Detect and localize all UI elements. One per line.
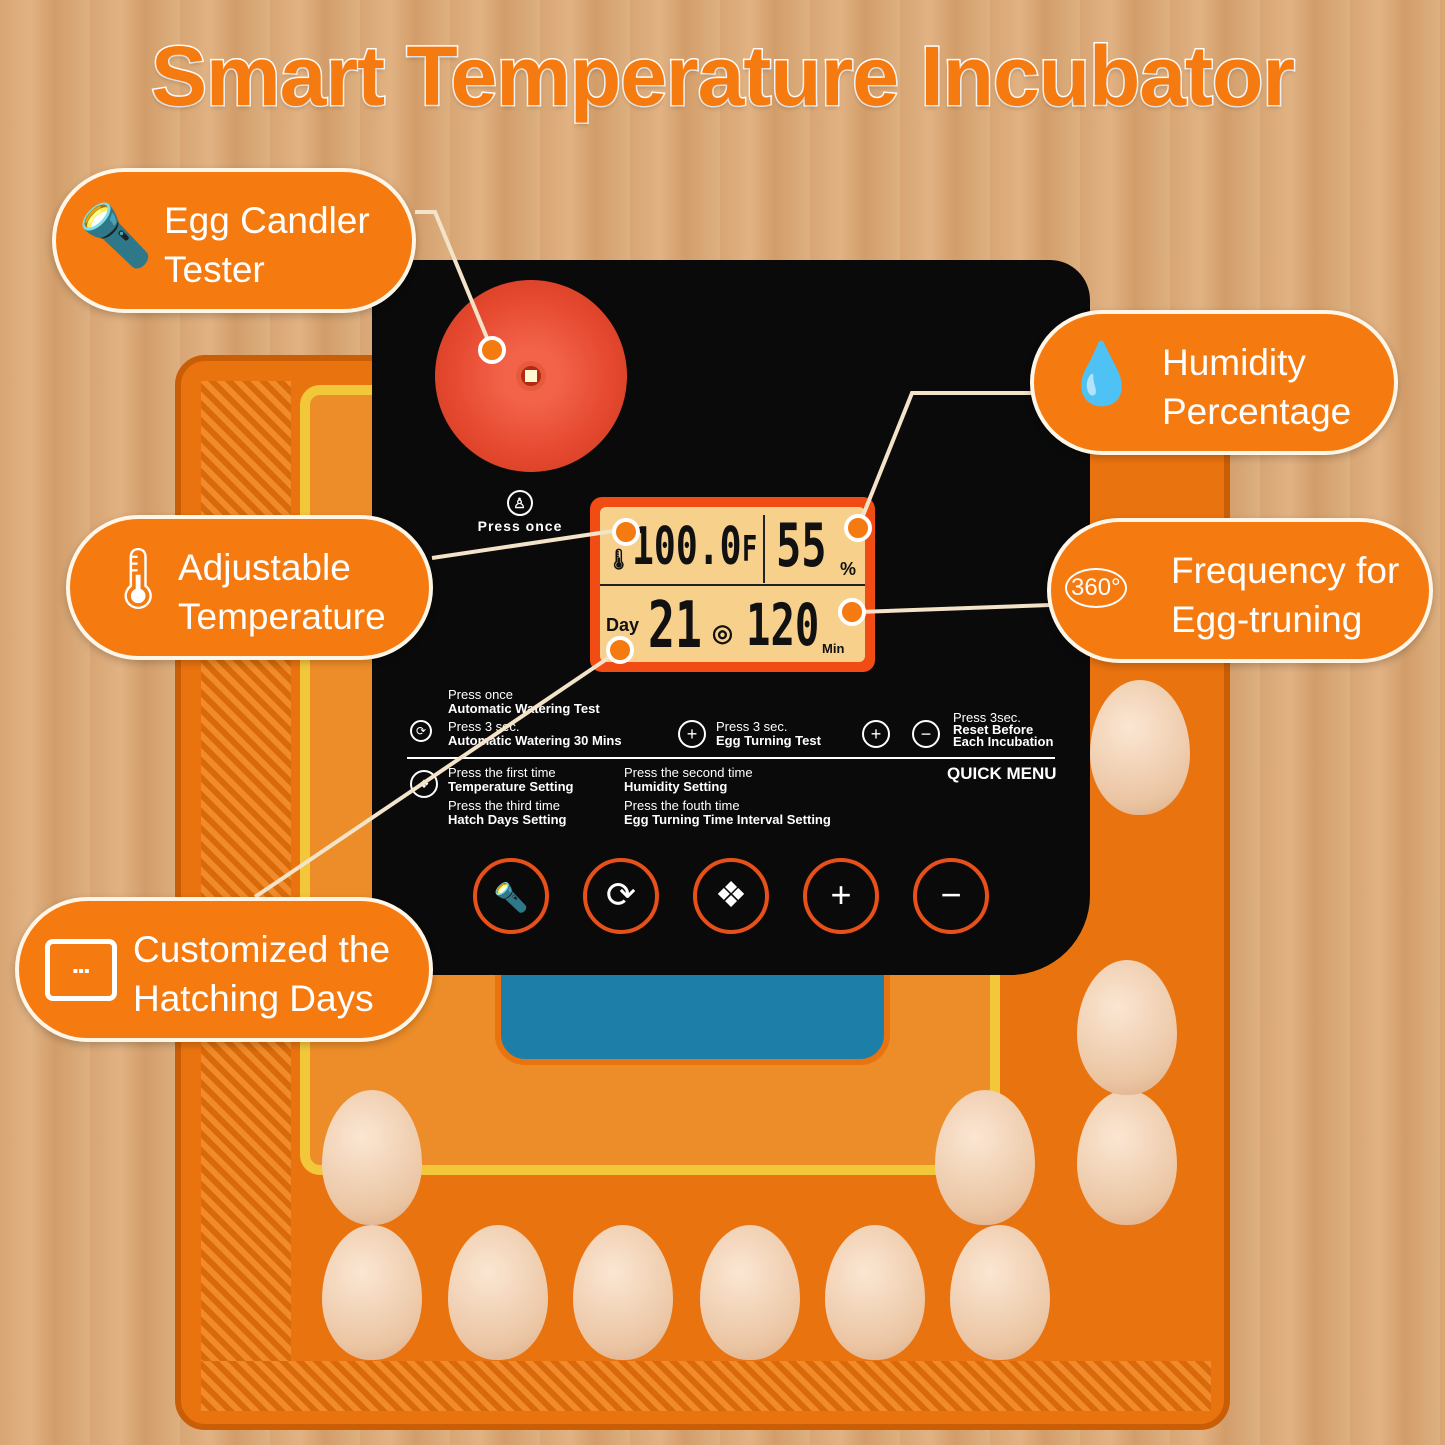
candler-button[interactable]: 🔦: [473, 858, 549, 934]
reset-hint: Press 3sec.: [953, 710, 1021, 725]
water-pump-icon: ⟳: [605, 874, 637, 915]
day-value: 21: [648, 589, 702, 662]
water-button[interactable]: ⟳: [583, 858, 659, 934]
third-press-hint: Press the third time: [448, 798, 560, 813]
egg: [322, 1090, 422, 1225]
flashlight-icon: 🔦: [493, 882, 529, 913]
menu-icon: ❖: [714, 874, 748, 915]
fourth-press-hint: Press the fouth time: [624, 798, 740, 813]
egg: [935, 1090, 1035, 1225]
water-once-hint: Press once: [448, 687, 514, 702]
plus-icon: +: [830, 874, 852, 915]
callout-egg-turning: 360° Frequency for Egg-truning: [1047, 518, 1433, 663]
candler-hint: ♙ Press once: [470, 490, 570, 534]
fourth-press-action: Egg Turning Time Interval Setting: [624, 812, 831, 827]
water-once-action: Automatic Watering Test: [448, 701, 600, 716]
third-press-action: Hatch Days Setting: [448, 812, 567, 827]
plus-icon: +: [862, 720, 890, 748]
plus-icon: +: [678, 720, 706, 748]
egg: [1090, 680, 1190, 815]
reset-action-2: Each Incubation: [953, 734, 1054, 749]
menu-icon: ❖: [410, 770, 438, 798]
humidity-unit: %: [840, 559, 857, 579]
second-press-action: Humidity Setting: [624, 779, 728, 794]
first-press-action: Temperature Setting: [448, 779, 574, 794]
lcd-display: 🌡 100.0 F 55 % Day 21 ◎ 120 Min: [590, 497, 875, 672]
second-press-hint: Press the second time: [624, 765, 753, 780]
led-icon: [516, 361, 546, 391]
interval-value: 120: [746, 591, 820, 659]
egg: [1077, 960, 1177, 1095]
interval-unit: Min: [822, 641, 845, 656]
callout-egg-candler: 🔦 Egg Candler Tester: [52, 168, 416, 313]
egg: [700, 1225, 800, 1360]
divider: [407, 757, 1055, 759]
callout-label: Customized the Hatching Days: [133, 929, 391, 1019]
thermometer-icon: 🌡: [606, 549, 632, 571]
water-3s-action: Automatic Watering 30 Mins: [448, 733, 622, 748]
minus-icon: −: [912, 720, 940, 748]
egg: [573, 1225, 673, 1360]
flashlight-icon: 🔦: [78, 202, 153, 269]
rotate-badge: 360°: [1071, 574, 1121, 601]
plus-button[interactable]: +: [803, 858, 879, 934]
rotate-360-icon: 360°: [1065, 568, 1127, 608]
callout-humidity: 💧 Humidity Percentage: [1030, 310, 1398, 455]
callout-label: Adjustable Temperature: [178, 547, 386, 637]
tray-mesh: [201, 1361, 1211, 1411]
humidity-value: 55: [776, 511, 827, 581]
egg-candler-button[interactable]: [435, 280, 627, 472]
first-press-hint: Press the first time: [448, 765, 556, 780]
egg: [322, 1225, 422, 1360]
calendar-icon: ▪▪▪: [45, 939, 117, 1001]
minus-button[interactable]: −: [913, 858, 989, 934]
menu-button[interactable]: ❖: [693, 858, 769, 934]
water-icon: ⟳: [410, 720, 432, 742]
candler-hint-text: Press once: [477, 518, 563, 534]
egg: [448, 1225, 548, 1360]
quick-menu-label: QUICK MENU: [947, 764, 1057, 783]
egg: [950, 1225, 1050, 1360]
plus-3s-action: Egg Turning Test: [716, 733, 821, 748]
callout-label: Humidity Percentage: [1162, 342, 1352, 432]
plus-3s-hint: Press 3 sec.: [716, 719, 788, 734]
page-title: Smart Temperature Incubator: [149, 28, 1296, 125]
water-3s-hint: Press 3 sec.: [448, 719, 520, 734]
egg: [1077, 1090, 1177, 1225]
callout-label: Frequency for Egg-truning: [1171, 550, 1400, 640]
temperature-unit: F: [742, 529, 758, 570]
thermometer-icon: 🌡: [100, 545, 177, 612]
egg: [825, 1225, 925, 1360]
callout-hatching-days: ▪▪▪ Customized the Hatching Days: [15, 897, 433, 1042]
turning-icon: ◎: [712, 620, 733, 647]
minus-icon: −: [940, 874, 962, 915]
reset-action-1: Reset Before: [953, 722, 1034, 737]
flashlight-icon: ♙: [507, 490, 533, 516]
water-drops-icon: 💧: [1064, 340, 1139, 407]
callout-temperature: 🌡 Adjustable Temperature: [66, 515, 433, 660]
callout-label: Egg Candler Tester: [164, 200, 370, 290]
day-label: Day: [606, 615, 640, 635]
temperature-value: 100.0: [632, 517, 742, 577]
